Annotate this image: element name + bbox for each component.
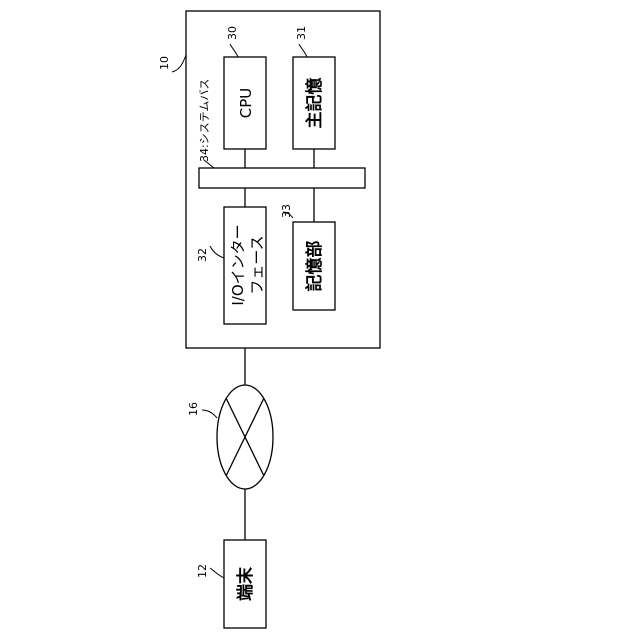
storage-label: 記憶部 xyxy=(304,241,325,292)
computer-ref-number: 10 xyxy=(158,56,171,70)
computer-ref-leader xyxy=(172,55,186,72)
system-bus-bar xyxy=(199,168,365,188)
network-ref-leader xyxy=(202,410,217,418)
storage-ref-number: 33 xyxy=(280,204,293,218)
terminal-ref-leader xyxy=(210,568,224,578)
main-memory-label: 主記憶 xyxy=(304,78,325,129)
terminal-label: 端末 xyxy=(235,566,256,601)
system-bus-label: 34:システムバス xyxy=(198,79,211,162)
io-ref-number: 32 xyxy=(196,248,209,262)
network-ref-number: 16 xyxy=(187,402,200,416)
terminal-ref-number: 12 xyxy=(196,564,209,578)
main-memory-ref-number: 31 xyxy=(295,26,308,40)
cpu-ref-number: 30 xyxy=(226,26,239,40)
io-interface-label-line2: フェース xyxy=(248,235,266,294)
io-interface-label-line1: I/Oインター xyxy=(229,224,247,305)
cpu-label: CPU xyxy=(237,88,255,119)
